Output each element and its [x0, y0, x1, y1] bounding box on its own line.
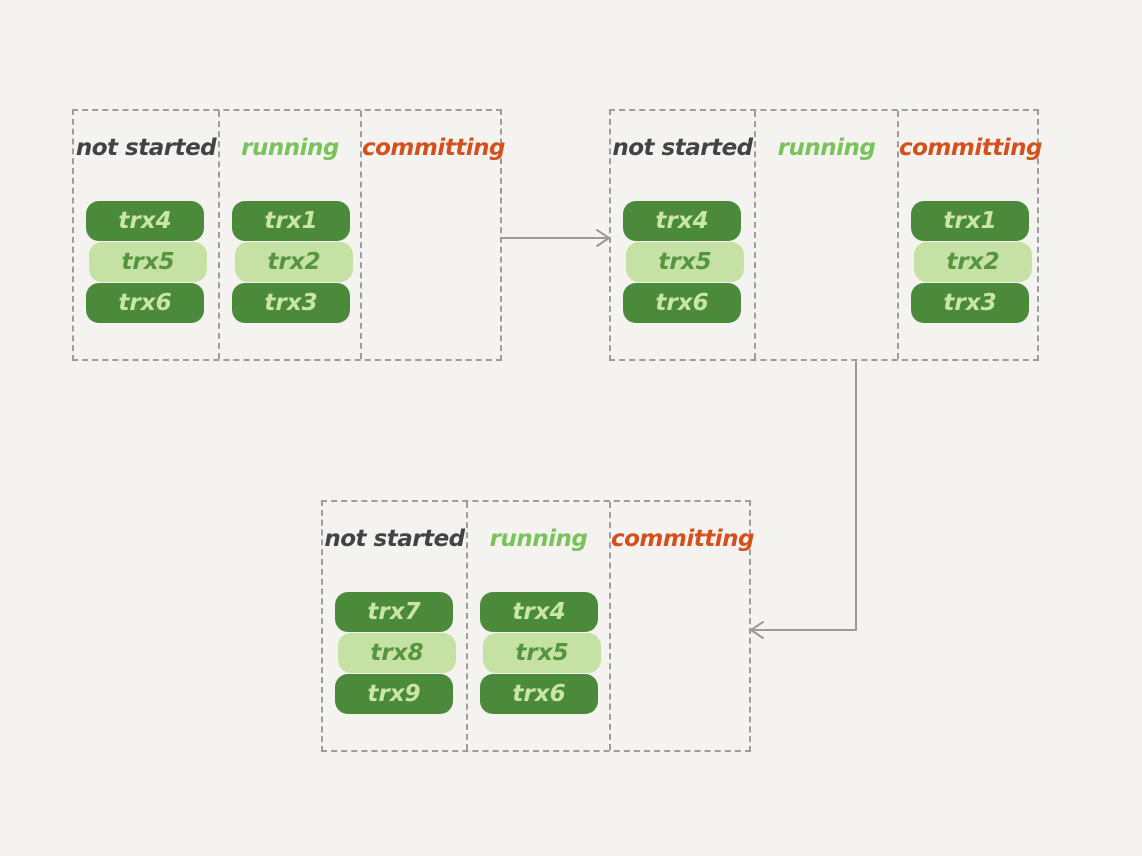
trx-item: trx2	[235, 242, 353, 282]
column-committing: committing	[609, 502, 754, 750]
column-title: not started	[612, 135, 753, 161]
column-running: running trx4 trx5 trx6	[466, 502, 609, 750]
trx-item: trx3	[232, 283, 350, 323]
trx-item: trx6	[623, 283, 741, 323]
trx-item: trx4	[623, 201, 741, 241]
column-title: not started	[324, 526, 465, 552]
trx-item: trx4	[86, 201, 204, 241]
trx-item: trx4	[480, 592, 598, 632]
column-not-started: not started trx4 trx5 trx6	[611, 111, 754, 359]
trx-item: trx5	[89, 242, 207, 282]
column-title: not started	[75, 135, 217, 161]
trx-stack: trx1 trx2 trx3	[911, 201, 1032, 324]
trx-item: trx6	[86, 283, 204, 323]
column-title: committing	[899, 135, 1042, 161]
column-title: committing	[611, 526, 754, 552]
column-committing: committing trx1 trx2 trx3	[897, 111, 1042, 359]
trx-item: trx8	[338, 633, 456, 673]
arrow-head	[750, 621, 764, 639]
trx-stack: trx4 trx5 trx6	[86, 201, 207, 324]
stage-2: not started trx4 trx5 trx6 running commi…	[609, 109, 1042, 361]
column-title: running	[489, 526, 588, 552]
column-not-started: not started trx7 trx8 trx9	[323, 502, 466, 750]
trx-item: trx5	[483, 633, 601, 673]
trx-item: trx3	[911, 283, 1029, 323]
trx-item: trx1	[911, 201, 1029, 241]
arrow-head	[596, 229, 610, 247]
trx-item: trx6	[480, 674, 598, 714]
column-running: running trx1 trx2 trx3	[218, 111, 360, 359]
column-title: running	[777, 135, 876, 161]
trx-item: trx9	[335, 674, 453, 714]
trx-item: trx1	[232, 201, 350, 241]
column-title: running	[241, 135, 339, 161]
column-title: committing	[362, 135, 505, 161]
trx-stack: trx7 trx8 trx9	[335, 592, 456, 715]
column-running: running	[754, 111, 897, 359]
column-committing: committing	[360, 111, 505, 359]
trx-stack: trx1 trx2 trx3	[232, 201, 353, 324]
trx-stack: trx4 trx5 trx6	[623, 201, 744, 324]
column-not-started: not started trx4 trx5 trx6	[74, 111, 218, 359]
stage-3: not started trx7 trx8 trx9 running trx4 …	[321, 500, 754, 752]
trx-item: trx2	[914, 242, 1032, 282]
stage-1: not started trx4 trx5 trx6 running trx1 …	[72, 109, 505, 361]
trx-stack: trx4 trx5 trx6	[480, 592, 601, 715]
trx-item: trx5	[626, 242, 744, 282]
arrow-stage2-to-stage3	[751, 361, 857, 631]
trx-item: trx7	[335, 592, 453, 632]
